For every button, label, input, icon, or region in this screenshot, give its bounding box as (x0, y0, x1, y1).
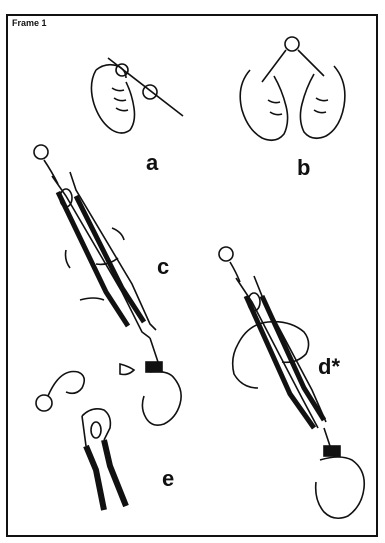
panel-b-illustration (240, 37, 345, 140)
panel-label-a: a (146, 152, 158, 174)
panel-label-b: b (297, 157, 310, 179)
panel-a-illustration (91, 58, 183, 133)
panel-d-illustration (219, 247, 364, 518)
panel-c-illustration (34, 145, 181, 425)
panel-label-e: e (162, 468, 174, 490)
panel-label-d: d* (318, 356, 340, 378)
panel-label-c: c (157, 256, 169, 278)
ring-detail-illustration (36, 372, 84, 412)
panel-e-illustration (82, 409, 126, 510)
